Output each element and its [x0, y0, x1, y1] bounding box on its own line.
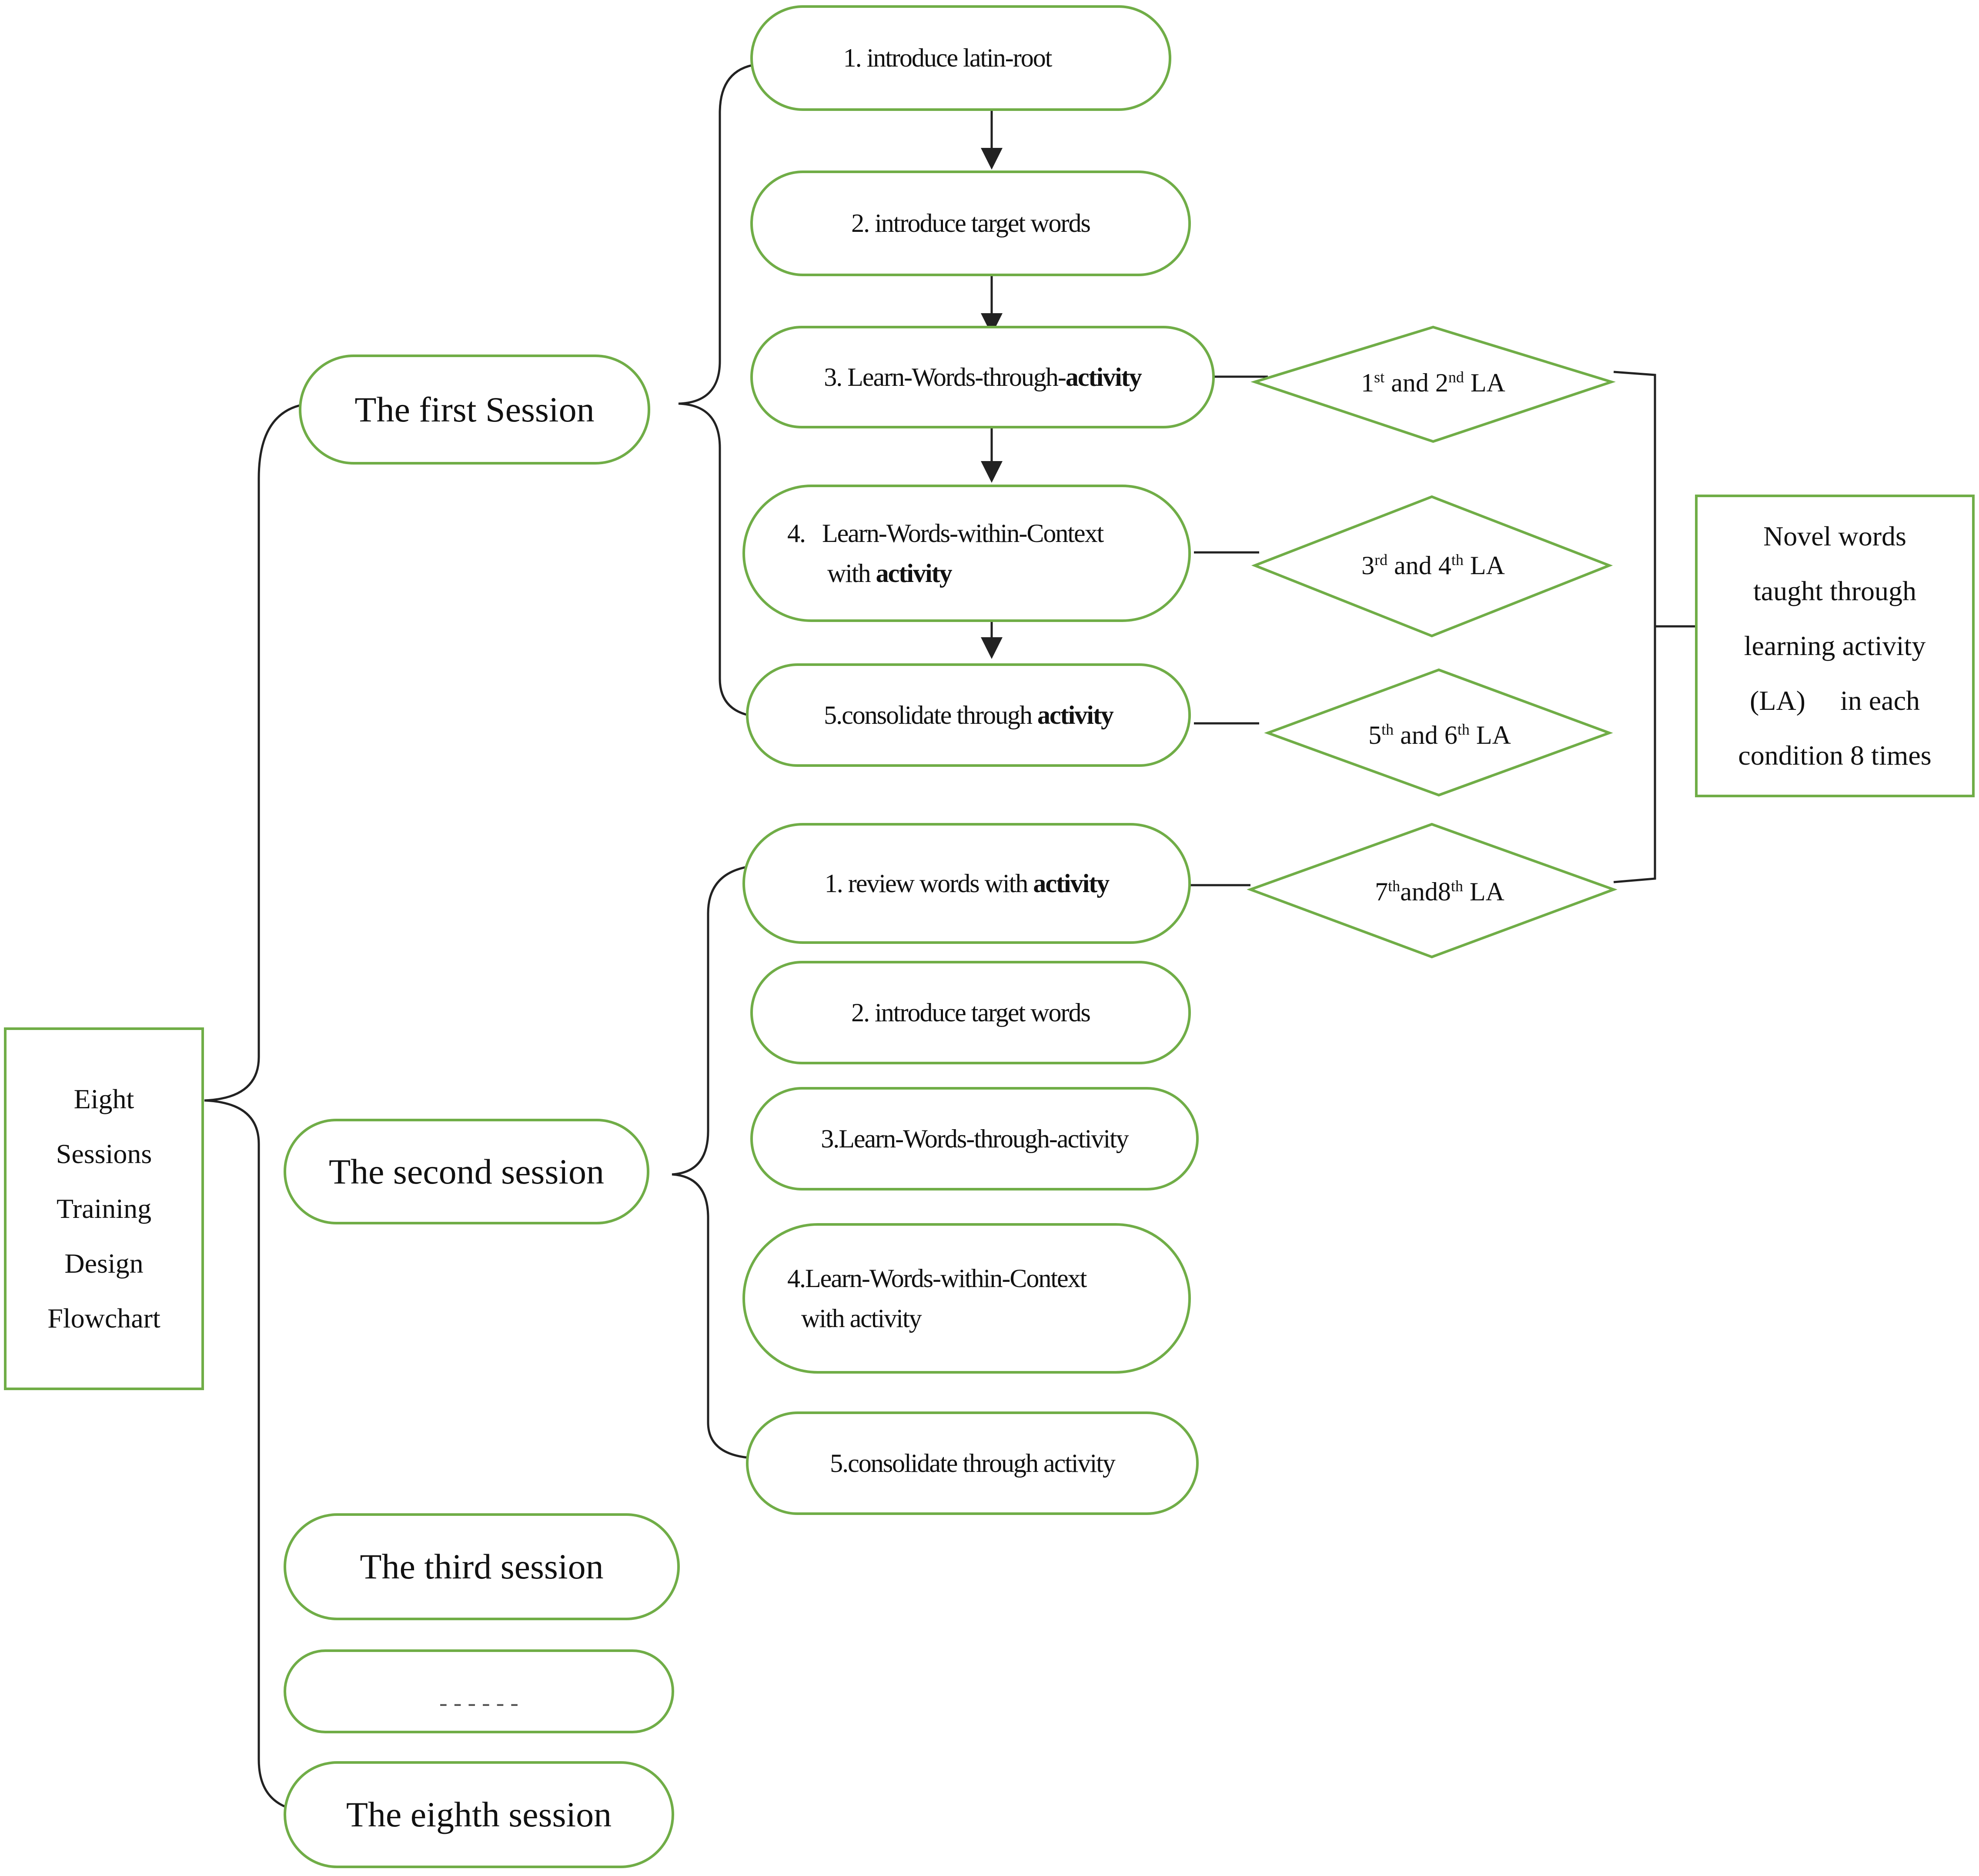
la-bracket [1613, 371, 1696, 883]
la2-label: 3rd and 4th LA [1361, 551, 1505, 580]
la3-diamond [1264, 668, 1613, 797]
summary-line: (LA) in each [1750, 685, 1920, 716]
session1-bracket [678, 63, 759, 718]
s2-step5-pill [746, 1411, 1199, 1515]
summary-box [1695, 495, 1975, 797]
root-line: Eight [74, 1083, 134, 1114]
summary-line: Novel words [1763, 521, 1906, 552]
session2-label: The second session [328, 1151, 605, 1191]
s2-step3-label: 3.Learn-Words-through-activity [821, 1124, 1129, 1153]
session1-label: The first Session [354, 389, 595, 429]
s1-step3-pill [750, 326, 1215, 428]
summary-line: learning activity [1744, 630, 1926, 661]
s2-step3-pill [750, 1087, 1199, 1190]
s2-step4-pill [742, 1223, 1191, 1374]
la4-diamond [1247, 823, 1618, 959]
s1-step4-pill [742, 485, 1191, 622]
s2-step1-pill [742, 823, 1191, 944]
s2-step2-label: 2. introduce target words [851, 998, 1091, 1027]
s1-step3-label: 3. Learn-Words-through-activity [824, 362, 1142, 391]
session3-pill [284, 1513, 680, 1620]
root-box [4, 1027, 204, 1390]
session3-label: The third session [360, 1547, 604, 1586]
la4-label: 7thand8th LA [1375, 877, 1504, 906]
summary-label: Novel words taught through learning acti… [1696, 496, 1973, 796]
session2-pill [284, 1119, 649, 1224]
s1-step1-label: 1. introduce latin-root [843, 43, 1053, 72]
session8-pill [284, 1761, 674, 1868]
s1-step1-pill [750, 5, 1171, 111]
root-bracket [204, 403, 304, 1811]
session-ellipsis-pill [284, 1649, 674, 1733]
s1-step5-pill [746, 663, 1191, 767]
la1-label: 1st and 2nd LA [1361, 368, 1505, 397]
root-line: Training [56, 1193, 152, 1224]
session8-label: The eighth session [346, 1795, 612, 1834]
la2-diamond [1251, 495, 1613, 638]
s1-step4-label: 4. Learn-Words-within-Context with activ… [787, 519, 1104, 588]
s2-step4-label: 4.Learn-Words-within-Context with activi… [787, 1264, 1087, 1333]
la3-label: 5th and 6th LA [1368, 720, 1511, 749]
s1-step5-label: 5.consolidate through activity [824, 700, 1114, 729]
root-line: Design [64, 1248, 144, 1279]
root-line: Flowchart [47, 1303, 160, 1334]
summary-line: taught through [1753, 575, 1917, 606]
s2-step1-label: 1. review words with activity [824, 869, 1110, 898]
root-label: Eight Sessions Training Design Flowchart [5, 1029, 203, 1389]
session-ellipsis-label: - - - - - - [439, 1689, 518, 1716]
s2-step2-pill [750, 961, 1191, 1064]
session1-pill [299, 354, 650, 465]
session2-bracket [672, 864, 757, 1459]
summary-line: condition 8 times [1738, 740, 1932, 771]
s1-step2-label: 2. introduce target words [851, 209, 1091, 237]
root-line: Sessions [56, 1138, 152, 1169]
s2-step5-label: 5.consolidate through activity [830, 1448, 1116, 1478]
la1-diamond [1250, 325, 1616, 443]
s1-step2-pill [750, 171, 1191, 276]
